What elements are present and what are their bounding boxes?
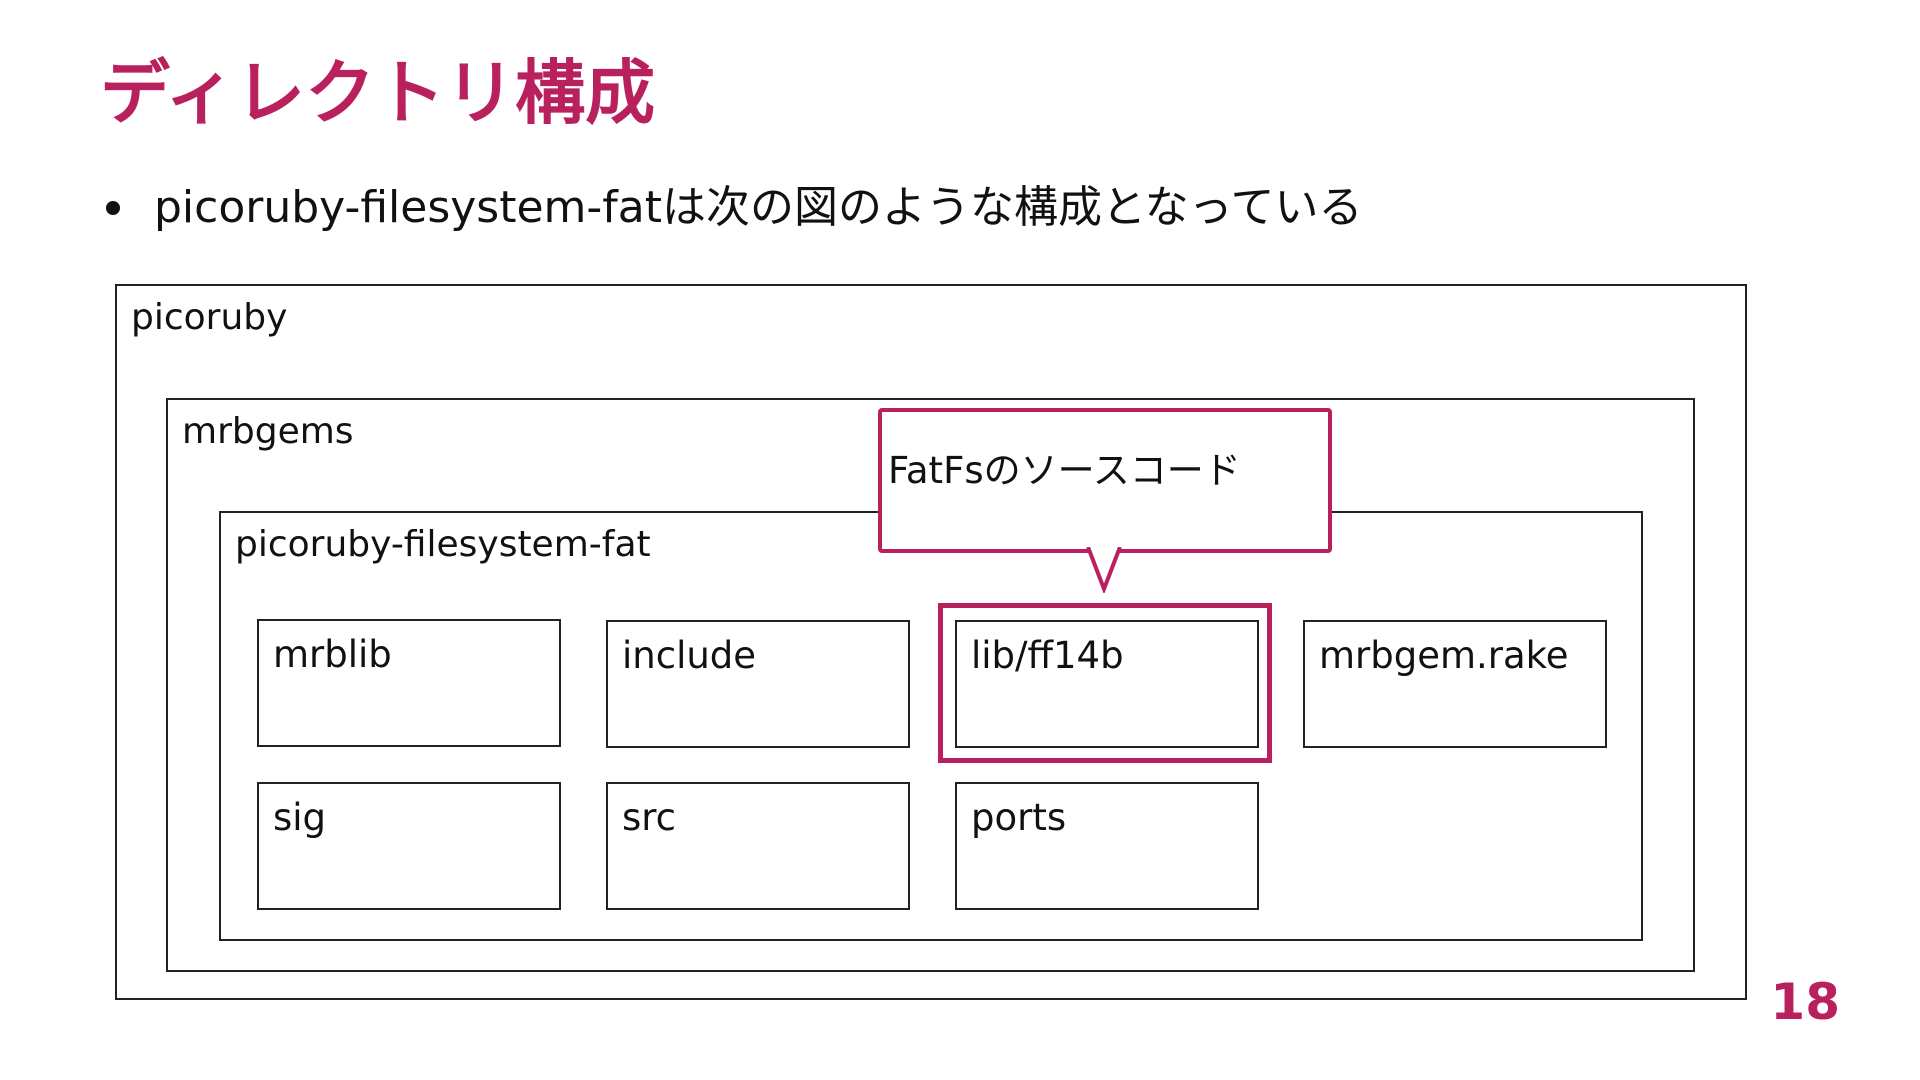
bullet-item: picoruby-filesystem-fatは次の図のような構成となっている xyxy=(100,178,1362,238)
bullet-dot-icon xyxy=(106,201,120,215)
dir-item-src: src xyxy=(606,782,910,910)
dir-item-lib-ff14b: lib/ff14b xyxy=(955,620,1259,748)
callout-text: FatFsのソースコード xyxy=(888,449,1241,492)
mrbgems-dir-box: mrbgems xyxy=(166,398,1695,972)
dir-item-mrblib: mrblib xyxy=(257,619,561,747)
picoruby-dir-label: picoruby xyxy=(131,297,288,338)
highlight-frame xyxy=(938,603,1272,763)
mrbgems-dir-label: mrbgems xyxy=(182,411,354,452)
dir-item-include: include xyxy=(606,620,910,748)
dir-item-label: mrblib xyxy=(273,633,392,676)
picoruby-dir-box: picoruby xyxy=(115,284,1747,1000)
callout-bubble: FatFsのソースコード xyxy=(878,408,1332,553)
dir-item-label: src xyxy=(622,796,677,839)
page-number: 18 xyxy=(1770,973,1840,1031)
dir-item-label: ports xyxy=(971,796,1067,839)
dir-item-label: include xyxy=(622,634,757,677)
slide-title: ディレクトリ構成 xyxy=(100,52,656,134)
dir-item-label: lib/ff14b xyxy=(971,634,1124,677)
gem-dir-label: picoruby-filesystem-fat xyxy=(235,524,651,565)
dir-item-label: mrbgem.rake xyxy=(1319,634,1569,677)
dir-item-label: sig xyxy=(273,796,327,839)
dir-item-mrbgem-rake: mrbgem.rake xyxy=(1303,620,1607,748)
callout-pointer xyxy=(1086,547,1122,593)
bullet-text: picoruby-filesystem-fatは次の図のような構成となっている xyxy=(154,182,1363,233)
dir-item-ports: ports xyxy=(955,782,1259,910)
dir-item-sig: sig xyxy=(257,782,561,910)
